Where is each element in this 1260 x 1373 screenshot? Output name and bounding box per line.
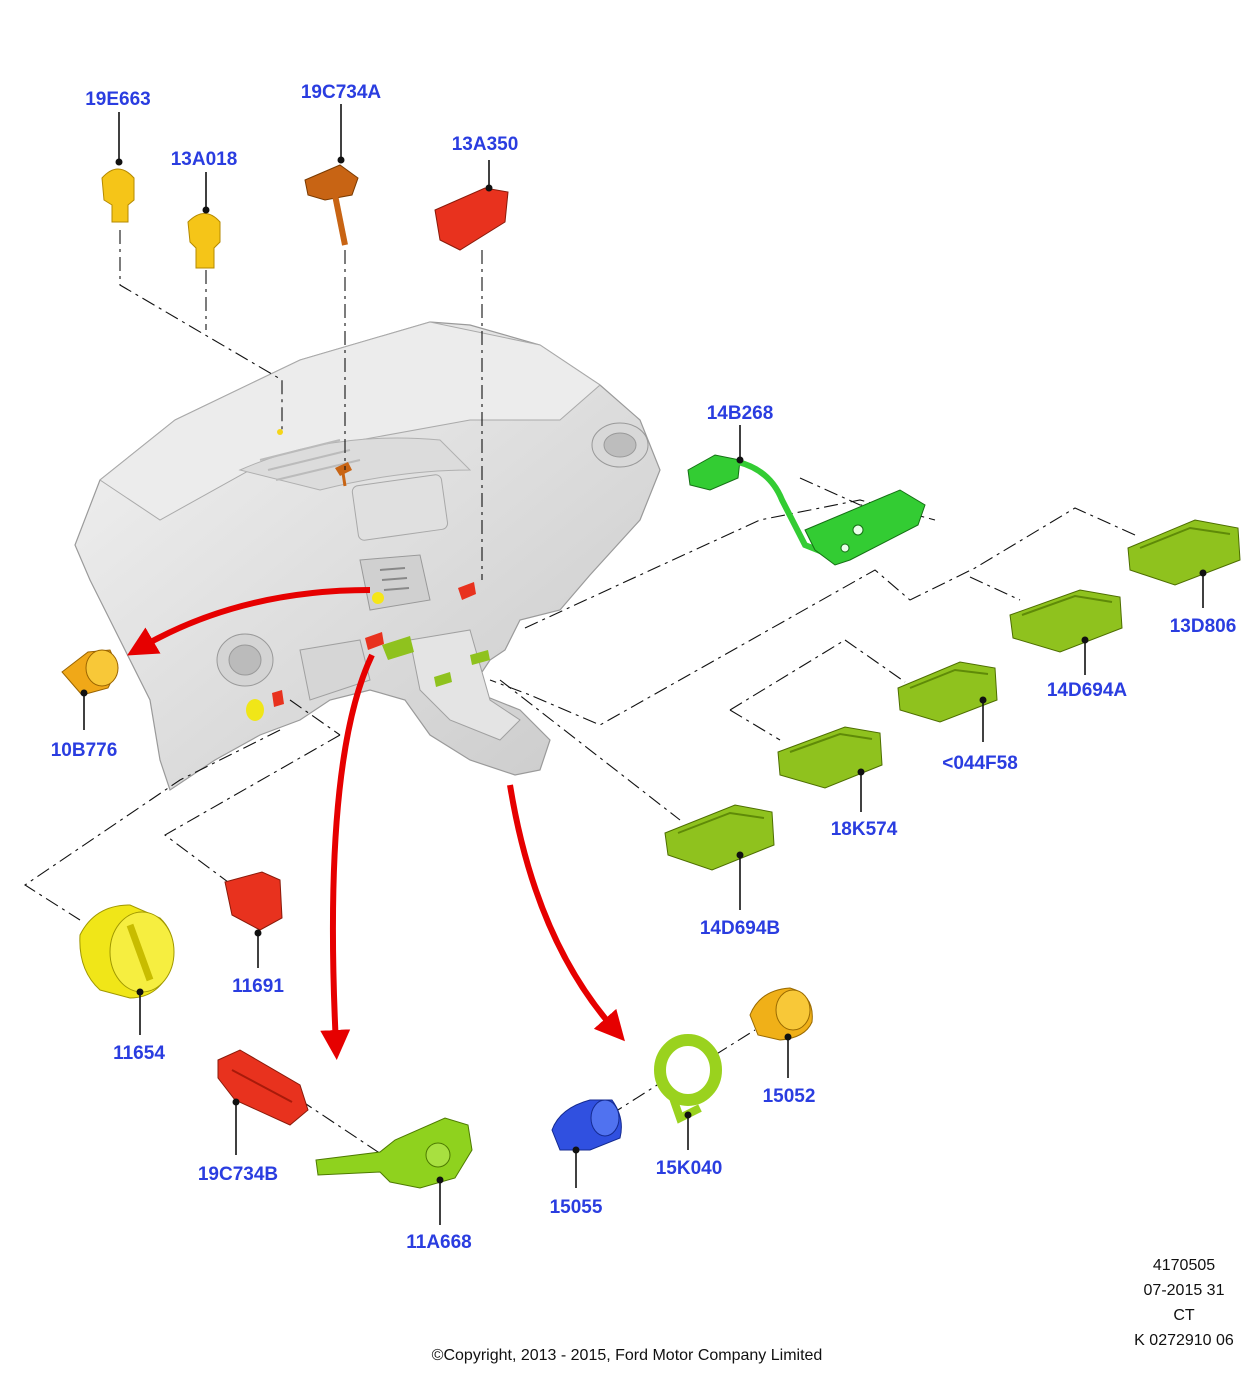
label-19E663: 19E663 — [85, 89, 151, 110]
label-13A350: 13A350 — [452, 134, 519, 155]
label-19C734A: 19C734A — [301, 82, 382, 103]
label-13D806: 13D806 — [1170, 616, 1237, 637]
part-15K040 — [654, 1034, 722, 1150]
part-19E663 — [101, 112, 135, 223]
part-044F58 — [897, 661, 998, 742]
ref-code: CT — [1173, 1307, 1195, 1324]
part-15052 — [749, 987, 813, 1078]
label-14D694A: 14D694A — [1047, 680, 1128, 701]
part-13A018 — [187, 172, 221, 269]
label-11A668: 11A668 — [406, 1232, 472, 1253]
part-11654 — [79, 904, 175, 1035]
label-10B776: 10B776 — [51, 740, 118, 761]
part-14D694B — [664, 804, 775, 910]
label-14D694B: 14D694B — [700, 918, 780, 939]
label-15055: 15055 — [550, 1197, 603, 1218]
part-labels: 19E663 13A018 19C734A 13A350 14B268 13D8… — [51, 82, 1237, 1253]
part-14D694A — [1009, 589, 1123, 675]
label-19C734B: 19C734B — [198, 1164, 278, 1185]
part-19C734A — [304, 104, 359, 246]
part-13A350 — [434, 160, 509, 251]
part-18K574 — [777, 726, 883, 812]
part-13D806 — [1127, 519, 1241, 608]
part-19C734B — [217, 1049, 309, 1155]
label-14B268: 14B268 — [707, 403, 774, 424]
reference-block: 4170505 07-2015 31 CT K 0272910 06 — [1134, 1257, 1234, 1349]
label-13A018: 13A018 — [171, 149, 238, 170]
label-11654: 11654 — [113, 1043, 165, 1064]
label-044F58: <044F58 — [942, 753, 1018, 774]
part-15055 — [551, 1099, 622, 1188]
copyright-notice: ©Copyright, 2013 - 2015, Ford Motor Comp… — [432, 1347, 823, 1364]
part-10B776 — [61, 649, 119, 730]
label-15052: 15052 — [763, 1086, 816, 1107]
label-11691: 11691 — [232, 976, 284, 997]
ref-date: 07-2015 31 — [1144, 1282, 1225, 1299]
ref-number: 4170505 — [1153, 1257, 1215, 1274]
dashboard-illustration — [74, 321, 661, 791]
label-18K574: 18K574 — [831, 819, 898, 840]
part-11691 — [224, 871, 283, 968]
label-15K040: 15K040 — [656, 1158, 723, 1179]
explode-arrows — [127, 587, 625, 1060]
ref-catalog: K 0272910 06 — [1134, 1332, 1234, 1349]
part-14B268 — [687, 425, 926, 566]
part-11A668 — [315, 1117, 473, 1225]
